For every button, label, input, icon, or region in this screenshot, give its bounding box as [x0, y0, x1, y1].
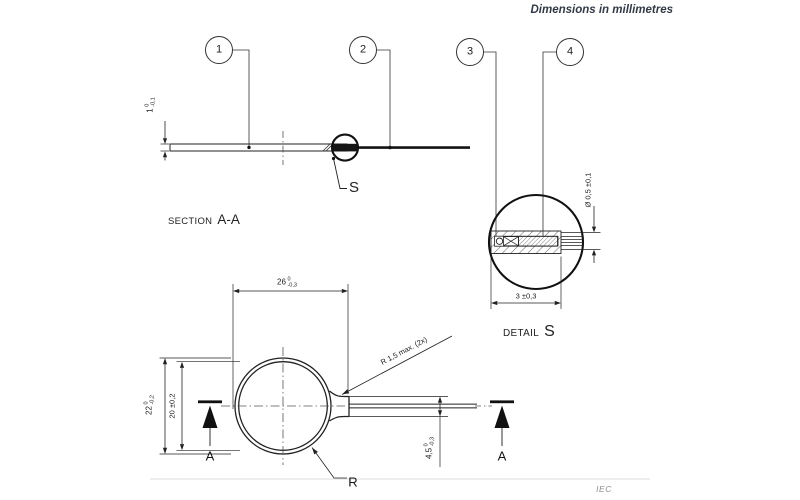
- iec-mark: IEC: [596, 483, 612, 494]
- radius-reference: R: [348, 474, 358, 490]
- detail-view-title: DETAIL S: [503, 324, 555, 340]
- detail-title-ref: S: [544, 323, 555, 340]
- thickness-tolerance: 0 -0,1: [144, 97, 157, 107]
- detail-title-prefix: DETAIL: [503, 328, 540, 339]
- detail-view-linework: [487, 193, 601, 309]
- joint-length-dimension: 3 ±0,3: [515, 291, 537, 301]
- wire-diameter-dimension: Ø 0,5 ±0,1: [583, 172, 593, 208]
- balloon-4-label: 4: [566, 45, 574, 58]
- section-title-prefix: SECTION: [168, 216, 213, 227]
- cut-plane-label-right: A: [497, 448, 507, 464]
- tab-width-dimension: 4,5 0 -0,3: [423, 436, 436, 460]
- thickness-value: 1: [146, 108, 155, 113]
- balloon-callouts: [205, 36, 584, 241]
- balloon-3-label: 3: [466, 45, 474, 58]
- detail-s-reference: S: [349, 179, 360, 196]
- cut-plane-label-left: A: [205, 448, 215, 464]
- thickness-dimension: 1 0 -0,1: [145, 97, 158, 112]
- overall-width-dimension: 26 0 -0,3: [277, 276, 297, 289]
- plan-view-linework: [159, 284, 514, 479]
- outer-diameter-dimension: 22 0 -0,2: [143, 395, 156, 415]
- section-view-title: SECTION A-A: [168, 213, 240, 227]
- section-title-ref: A-A: [217, 212, 240, 227]
- balloon-2-label: 2: [359, 43, 367, 56]
- balloon-1-label: 1: [215, 43, 223, 56]
- section-view-linework: [160, 121, 470, 189]
- units-note: Dimensions in millimetres: [530, 4, 673, 16]
- inner-diameter-dimension: 20 ±0,2: [167, 393, 177, 419]
